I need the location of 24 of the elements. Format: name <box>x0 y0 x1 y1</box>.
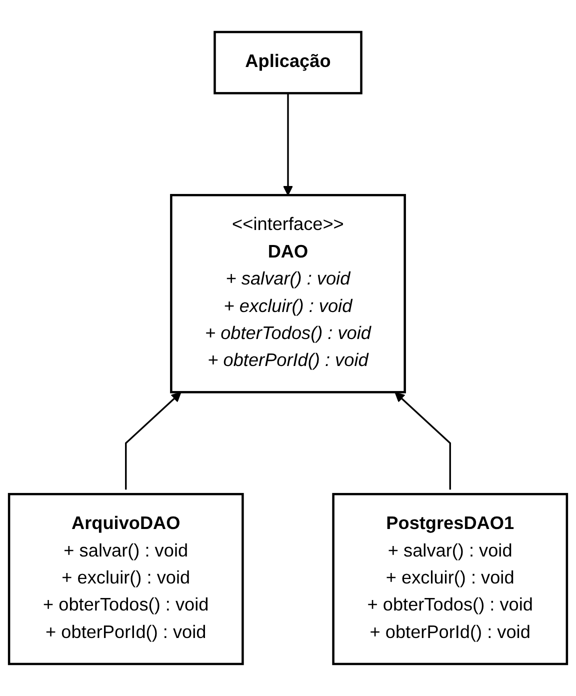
method-signature: + obterTodos() : void <box>366 595 534 618</box>
class-name: ArquivoDAO <box>70 513 182 536</box>
method-signature: + excluir() : void <box>384 568 516 590</box>
method-signature: + salvar() : void <box>386 540 514 563</box>
class-box <box>170 194 406 394</box>
class-name: PostgresDAO1 <box>385 513 516 536</box>
arrow <box>125 392 182 490</box>
method-signature: + excluir() : void <box>60 568 192 590</box>
method-signature: + salvar() : void <box>62 540 190 563</box>
class-name: Aplicação <box>244 51 332 74</box>
stereotype-label: <<interface>> <box>231 214 345 237</box>
class-box <box>8 492 244 666</box>
class-name: DAO <box>266 242 310 264</box>
method-signature: + excluir() : void <box>222 296 354 318</box>
arrow <box>283 93 293 196</box>
method-signature: + obterPorId() : void <box>368 622 532 644</box>
arrow <box>394 392 451 490</box>
class-box <box>214 30 362 94</box>
class-box <box>332 492 568 666</box>
method-signature: + obterTodos() : void <box>204 323 372 346</box>
method-signature: + obterPorId() : void <box>44 622 208 644</box>
method-signature: + obterPorId() : void <box>206 350 370 373</box>
method-signature: + salvar() : void <box>224 268 352 292</box>
method-signature: + obterTodos() : void <box>42 595 210 618</box>
